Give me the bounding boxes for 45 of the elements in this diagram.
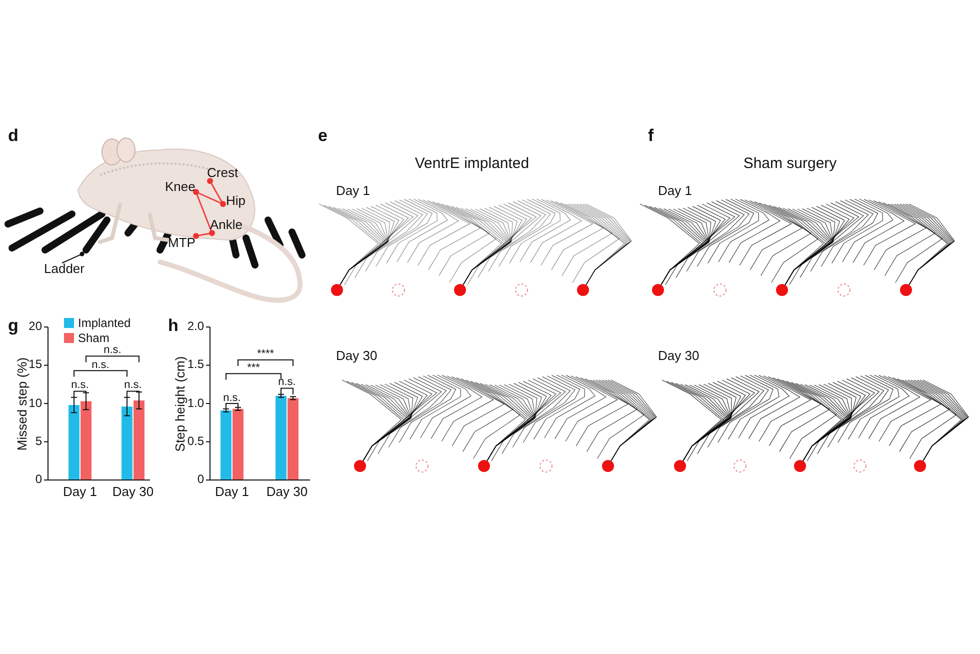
legend-label: Implanted: [78, 317, 131, 329]
tick-label: 1.0: [187, 396, 204, 408]
joint-label: Hip: [226, 194, 246, 207]
tick-label: 0.5: [187, 434, 204, 447]
tick-label: 1.5: [187, 358, 204, 370]
joint-label: Crest: [207, 166, 238, 179]
tick-label: 5: [35, 434, 42, 447]
panel-letter: g: [8, 317, 18, 334]
ladder-rung: [82, 216, 110, 254]
joint-label: MTP: [168, 236, 196, 249]
day-label: Day 30: [336, 349, 378, 362]
significance-label: n.s.: [104, 345, 122, 356]
day-label: Day 1: [336, 184, 370, 197]
leader-line: [62, 252, 84, 264]
significance-label: n.s.: [278, 377, 296, 388]
joint-label: Knee: [165, 180, 196, 193]
significance-label: ***: [247, 362, 260, 374]
axis-title: Missed step (%): [16, 356, 28, 450]
joint-label: Ankle: [210, 218, 243, 231]
category-label: Day 30: [112, 485, 154, 498]
significance-label: n.s.: [223, 392, 241, 404]
ladder-label: Ladder: [44, 262, 84, 275]
tick-label: 10: [28, 396, 42, 408]
panel-letter: f: [648, 127, 654, 144]
legend-label: Sham: [78, 332, 110, 344]
significance-label: n.s.: [71, 380, 89, 392]
day-label: Day 30: [658, 349, 700, 362]
significance-label: ****: [256, 348, 274, 360]
category-label: Day 1: [215, 485, 249, 498]
panel-title: Sham surgery: [743, 156, 837, 171]
axis-title: Step height (cm): [174, 356, 186, 452]
significance-label: n.s.: [124, 380, 142, 392]
tick-label: 20: [28, 320, 42, 332]
tick-label: 0: [35, 473, 42, 485]
panel-letter: h: [168, 317, 178, 334]
panel-letter: d: [8, 127, 18, 144]
tick-label: 2.0: [187, 320, 204, 332]
category-label: Day 30: [266, 485, 308, 498]
significance-label: n.s.: [92, 360, 110, 371]
day-label: Day 1: [658, 184, 692, 197]
panel-title: VentrE implanted: [414, 156, 530, 171]
category-label: Day 1: [63, 485, 97, 498]
panel-letter: e: [318, 127, 328, 144]
tick-label: 15: [28, 358, 42, 370]
tick-label: 0: [197, 473, 204, 485]
